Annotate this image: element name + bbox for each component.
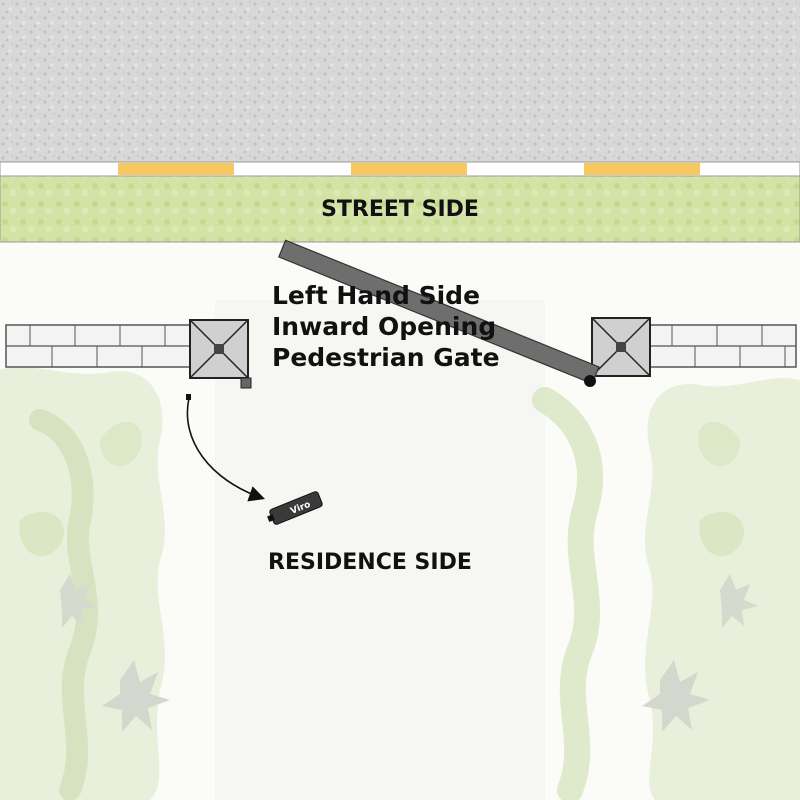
gate-title-line: Left Hand Side	[272, 281, 481, 310]
swing-arrow-tail	[186, 394, 191, 400]
right-post	[591, 317, 651, 377]
right-brick-wall	[649, 324, 797, 368]
gate-title-line: Inward Opening	[272, 312, 497, 341]
left-post	[189, 319, 249, 379]
foliage-right	[532, 378, 800, 800]
residence-side-label: RESIDENCE SIDE	[268, 550, 472, 575]
curb-markings	[118, 163, 700, 175]
road-surface	[0, 0, 800, 162]
gate-title-line: Pedestrian Gate	[272, 343, 500, 372]
foliage-center	[215, 300, 545, 800]
gate-title: Left Hand Side Inward Opening Pedestrian…	[272, 280, 500, 373]
hinge-icon	[584, 375, 596, 387]
gate-leaf	[278, 239, 600, 385]
left-brick-wall	[5, 324, 191, 368]
foliage-left	[0, 367, 170, 800]
street-side-label: STREET SIDE	[321, 197, 479, 222]
swing-arrow-icon	[186, 397, 266, 502]
gate-opener-icon: Viro	[267, 491, 323, 525]
street-side-lawn	[0, 175, 800, 243]
gate-stop-bracket	[240, 377, 252, 389]
